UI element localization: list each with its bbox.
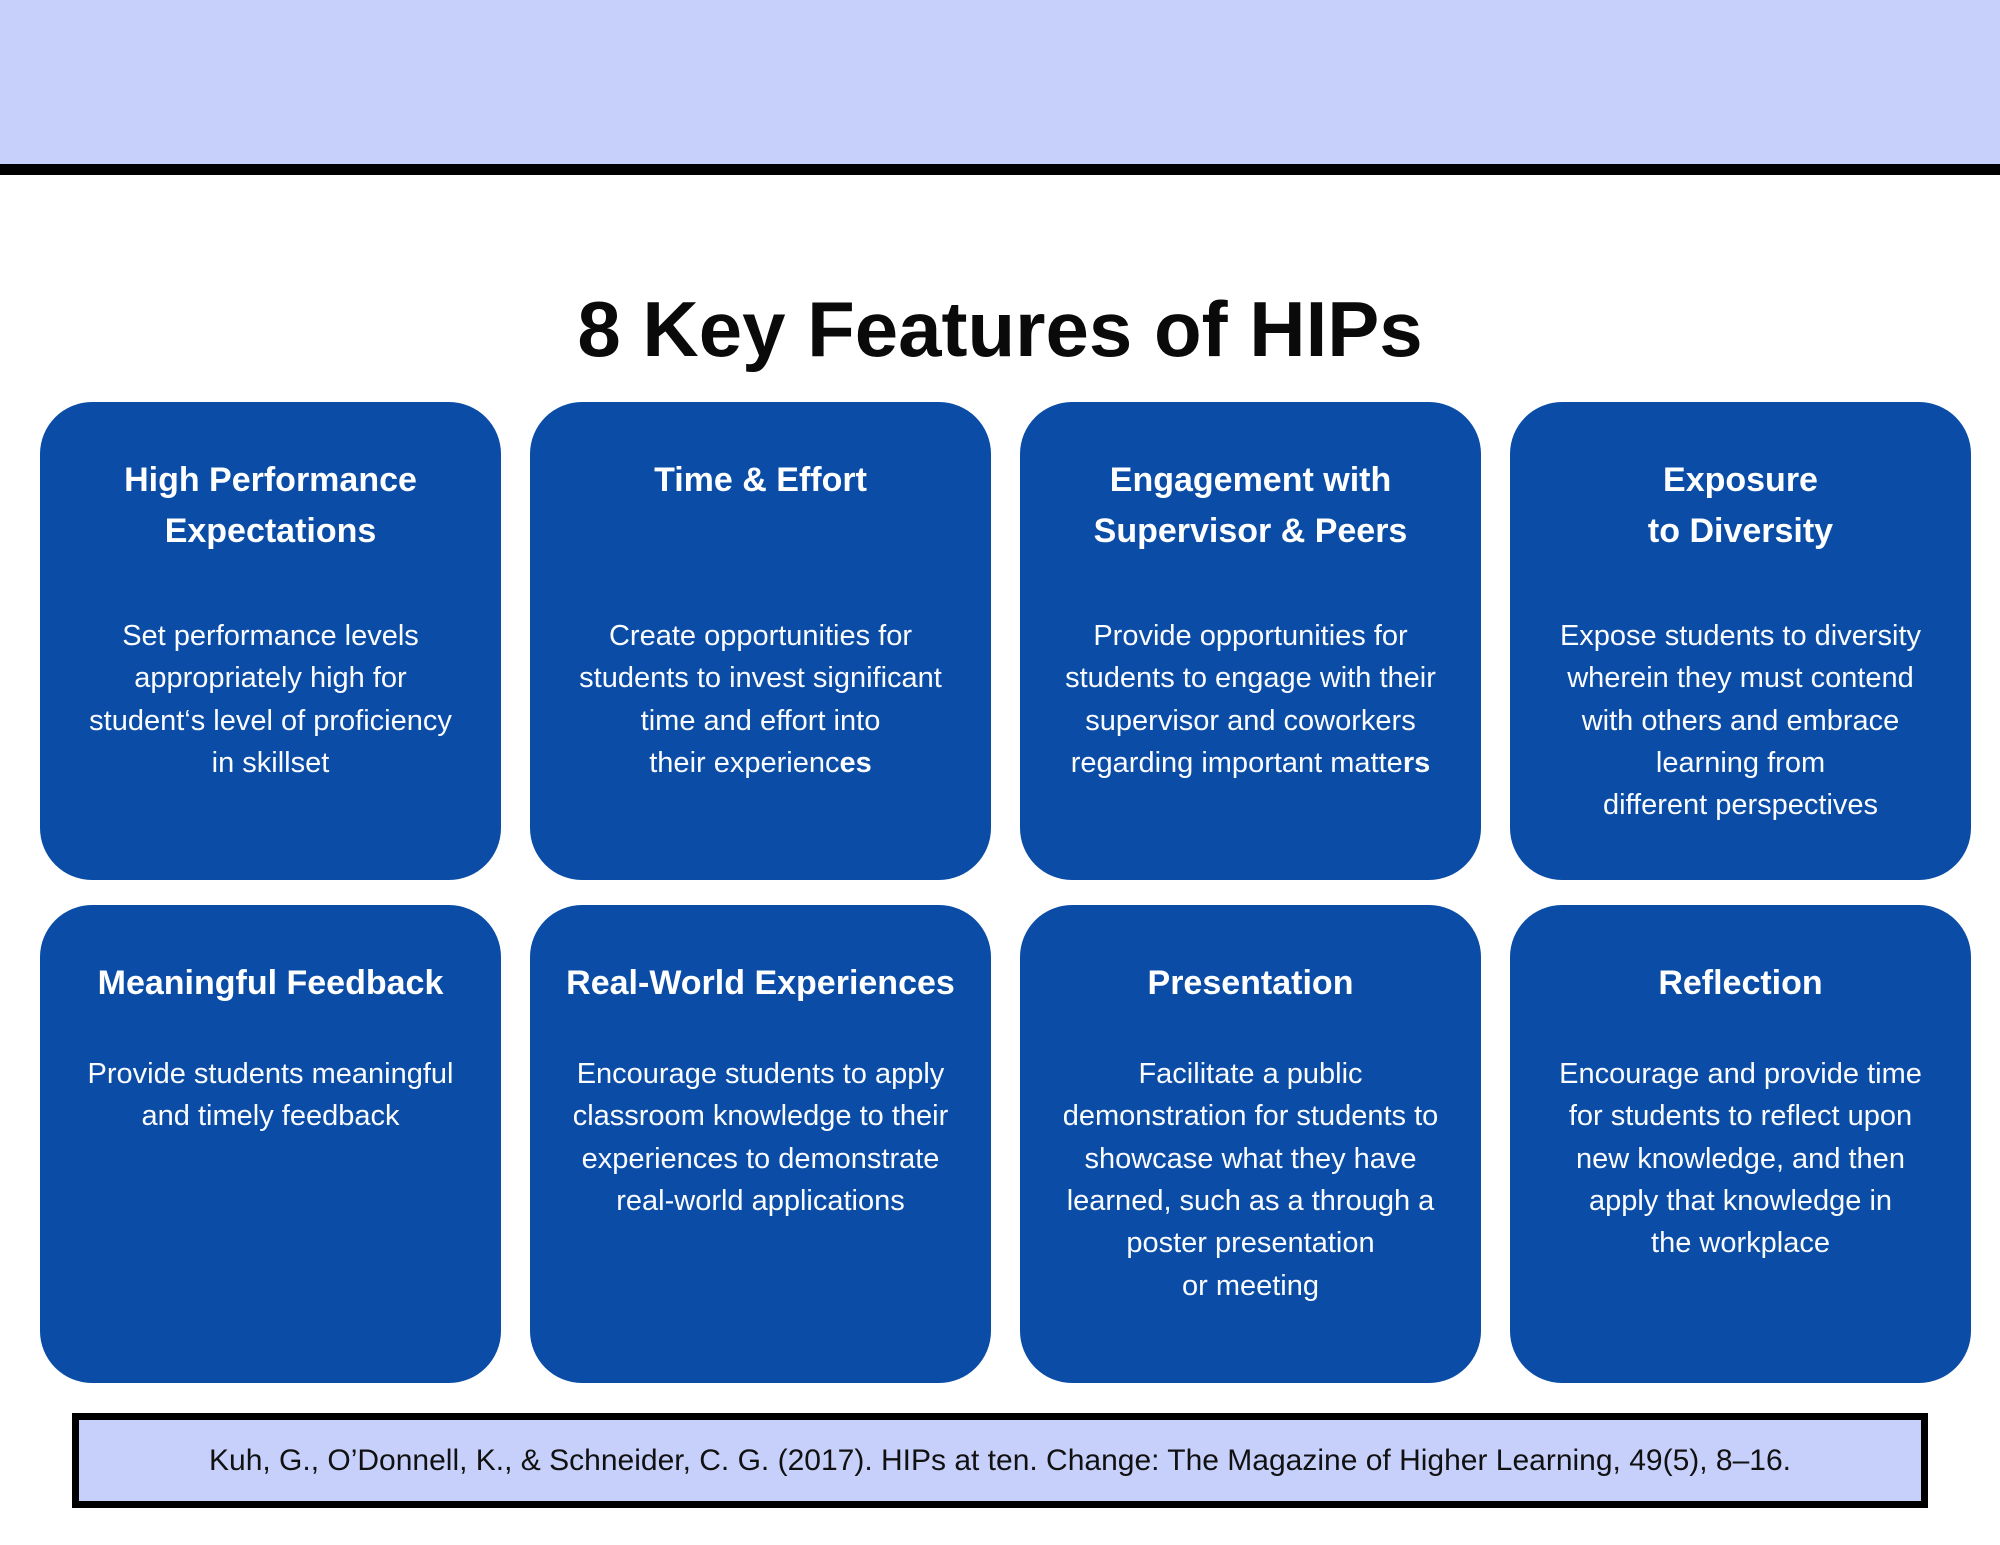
feature-card-high-performance-expectations: High Performance Expectations Set perfor…: [40, 402, 501, 880]
card-body-text: Facilitate a public demonstration for st…: [1062, 1058, 1439, 1302]
card-title: Real-World Experiences: [566, 964, 955, 1002]
card-body-bold-suffix: es: [839, 746, 872, 779]
page-title: 8 Key Features of HIPs: [577, 285, 1423, 374]
card-body-text: Expose students to diversity wherein the…: [1559, 620, 1922, 822]
citation-text: Kuh, G., O’Donnell, K., & Schneider, C. …: [209, 1443, 1791, 1477]
card-body: Expose students to diversity wherein the…: [1530, 615, 1951, 827]
feature-card-meaningful-feedback: Meaningful Feedback Provide students mea…: [40, 905, 501, 1383]
card-body: Facilitate a public demonstration for st…: [1040, 1053, 1461, 1307]
card-title: High Performance Expectations: [124, 461, 417, 550]
card-body: Encourage and provide time for students …: [1530, 1053, 1951, 1265]
card-body: Set performance levels appropriately hig…: [60, 615, 481, 784]
card-body-text: Encourage students to apply classroom kn…: [572, 1058, 949, 1217]
card-title: Meaningful Feedback: [97, 964, 444, 1002]
card-body-text: Create opportunities for students to inv…: [579, 620, 942, 779]
feature-card-grid: High Performance Expectations Set perfor…: [40, 402, 1971, 1383]
feature-card-reflection: Reflection Encourage and provide time fo…: [1510, 905, 1971, 1383]
top-divider-rule: [0, 164, 2000, 175]
card-title: Engagement with Supervisor & Peers: [1093, 461, 1408, 550]
feature-card-engagement-with-supervisor-peers: Engagement with Supervisor & Peers Provi…: [1020, 402, 1481, 880]
card-body: Create opportunities for students to inv…: [550, 615, 971, 784]
card-body: Encourage students to apply classroom kn…: [550, 1053, 971, 1222]
card-title: Presentation: [1147, 964, 1354, 1002]
feature-card-time-and-effort: Time & Effort Create opportunities for s…: [530, 402, 991, 880]
card-body: Provide opportunities for students to en…: [1040, 615, 1461, 784]
top-band: [0, 0, 2000, 164]
card-body-text: Provide opportunities for students to en…: [1065, 620, 1436, 779]
citation-box: Kuh, G., O’Donnell, K., & Schneider, C. …: [72, 1413, 1928, 1508]
card-body-text: Encourage and provide time for students …: [1559, 1058, 1922, 1260]
card-title: Exposure to Diversity: [1647, 461, 1834, 550]
feature-card-presentation: Presentation Facilitate a public demonst…: [1020, 905, 1481, 1383]
card-body-bold-suffix: rs: [1402, 746, 1431, 779]
card-body-text: Provide students meaningful and timely f…: [87, 1058, 454, 1133]
card-title: Time & Effort: [654, 461, 867, 499]
card-title: Reflection: [1658, 964, 1823, 1002]
card-body: Provide students meaningful and timely f…: [60, 1053, 481, 1138]
feature-card-exposure-to-diversity: Exposure to Diversity Expose students to…: [1510, 402, 1971, 880]
card-body-text: Set performance levels appropriately hig…: [89, 620, 452, 779]
feature-card-real-world-experiences: Real-World Experiences Encourage student…: [530, 905, 991, 1383]
